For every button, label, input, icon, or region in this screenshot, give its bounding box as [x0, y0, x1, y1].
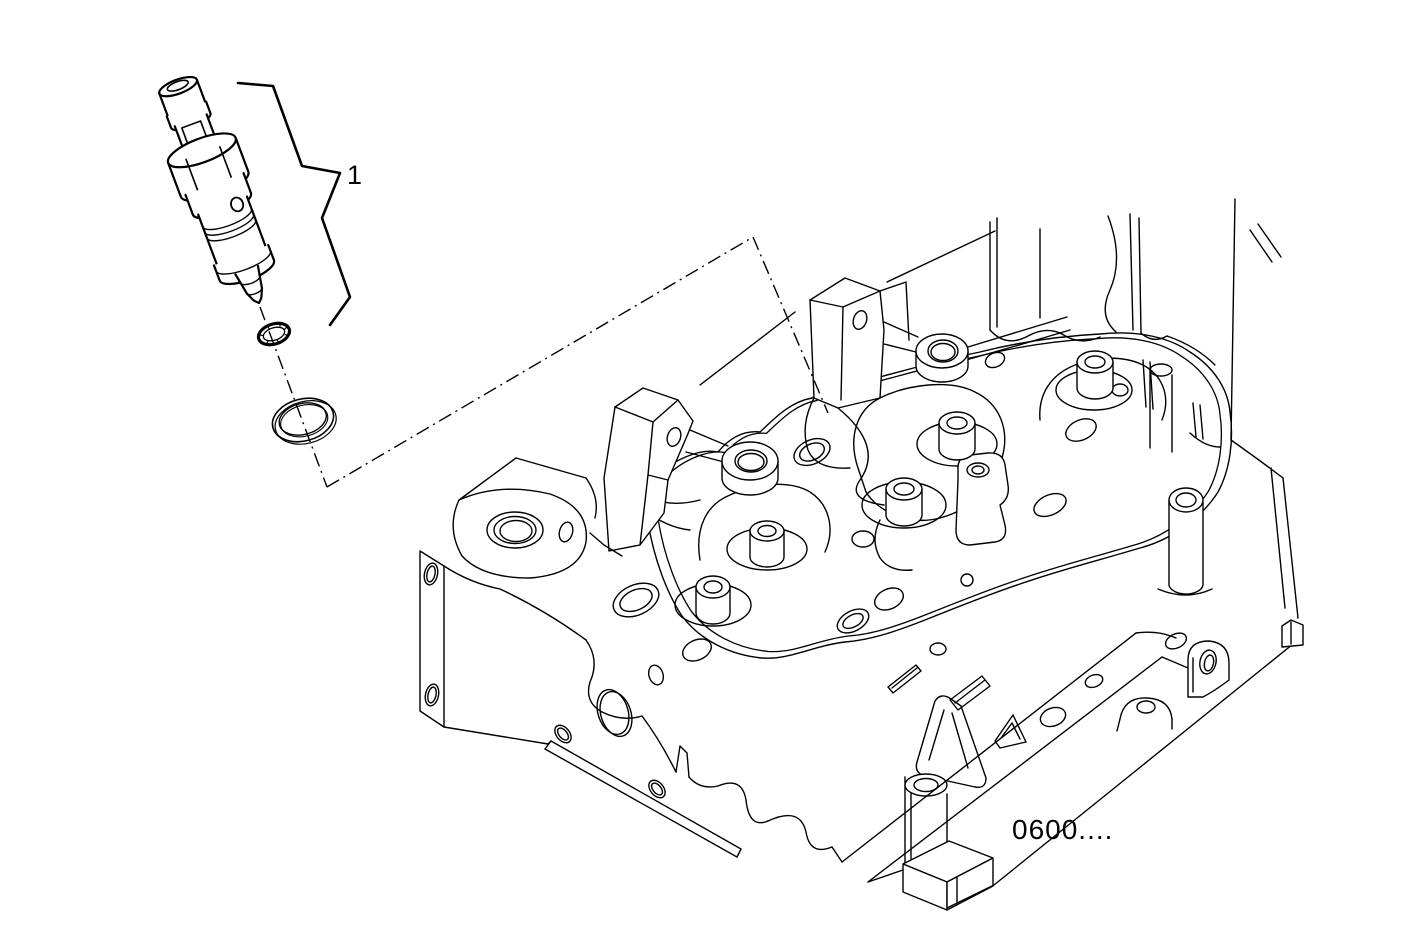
head-lower-wall-contours: [585, 639, 843, 863]
injector-oring-small: [256, 321, 292, 347]
callout-bracket: [236, 81, 352, 327]
reference-label: 0600....: [1012, 814, 1113, 845]
head-left-block: [419, 457, 742, 858]
head-silhouette-edges: [699, 230, 1299, 619]
fuel-injector: [158, 75, 276, 305]
cylinder-head-drawing: [419, 198, 1304, 911]
head-valve-bosses: [695, 350, 1114, 625]
callout-label: 1: [347, 160, 362, 190]
head-right-stud-boss: [1157, 487, 1213, 596]
head-window-and-foot: [902, 695, 994, 911]
injector-seal-washer: [271, 397, 337, 445]
head-broken-top-section: [989, 198, 1282, 448]
assembly-centerline: [259, 236, 829, 488]
head-right-clamp-tower: [804, 277, 1173, 506]
head-right-flange: [836, 608, 1304, 909]
head-deck-ports: [612, 351, 1129, 686]
head-left-clamp-tower: [589, 387, 779, 557]
head-deck-gasket-contour: [642, 332, 1233, 659]
